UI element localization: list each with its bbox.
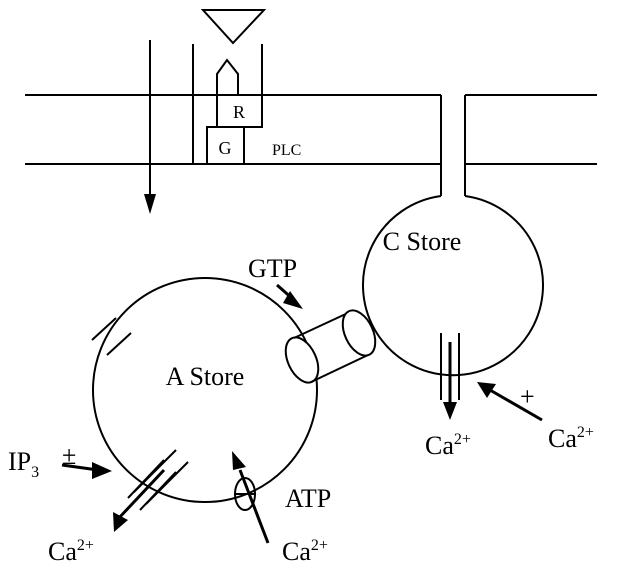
a-store-label: A Store	[166, 362, 245, 391]
c-store-ca-out-label: Ca2+	[425, 431, 471, 460]
c-store-outline	[363, 196, 543, 375]
c-store-channel	[441, 333, 459, 420]
plc-label: PLC	[272, 142, 301, 159]
a-store-ca-in-label: Ca2+	[282, 537, 328, 566]
gtp-arrow	[277, 285, 303, 309]
c-store-label: C Store	[383, 227, 462, 256]
g-protein-label: G	[219, 138, 232, 158]
c-store-plus-sign: +	[520, 382, 535, 411]
ca-entry-arrow	[144, 40, 156, 214]
plasma-membrane	[25, 95, 597, 196]
gtp-label: GTP	[248, 254, 297, 283]
agonist-triangle	[203, 10, 264, 43]
a-store-ip3-channel	[113, 450, 188, 532]
receptor-binding-site	[193, 44, 262, 95]
c-store-ca-in-label: Ca2+	[548, 424, 594, 453]
atp-label: ATP	[285, 484, 331, 513]
receptor-label: R	[233, 102, 245, 122]
a-store-ca-out-label: Ca2+	[48, 537, 94, 566]
gtp-connector-cylinder	[279, 305, 382, 387]
ip3-label: IP3	[8, 447, 39, 481]
a-store-channel-top	[92, 318, 131, 355]
ip3-arrow	[62, 462, 112, 479]
